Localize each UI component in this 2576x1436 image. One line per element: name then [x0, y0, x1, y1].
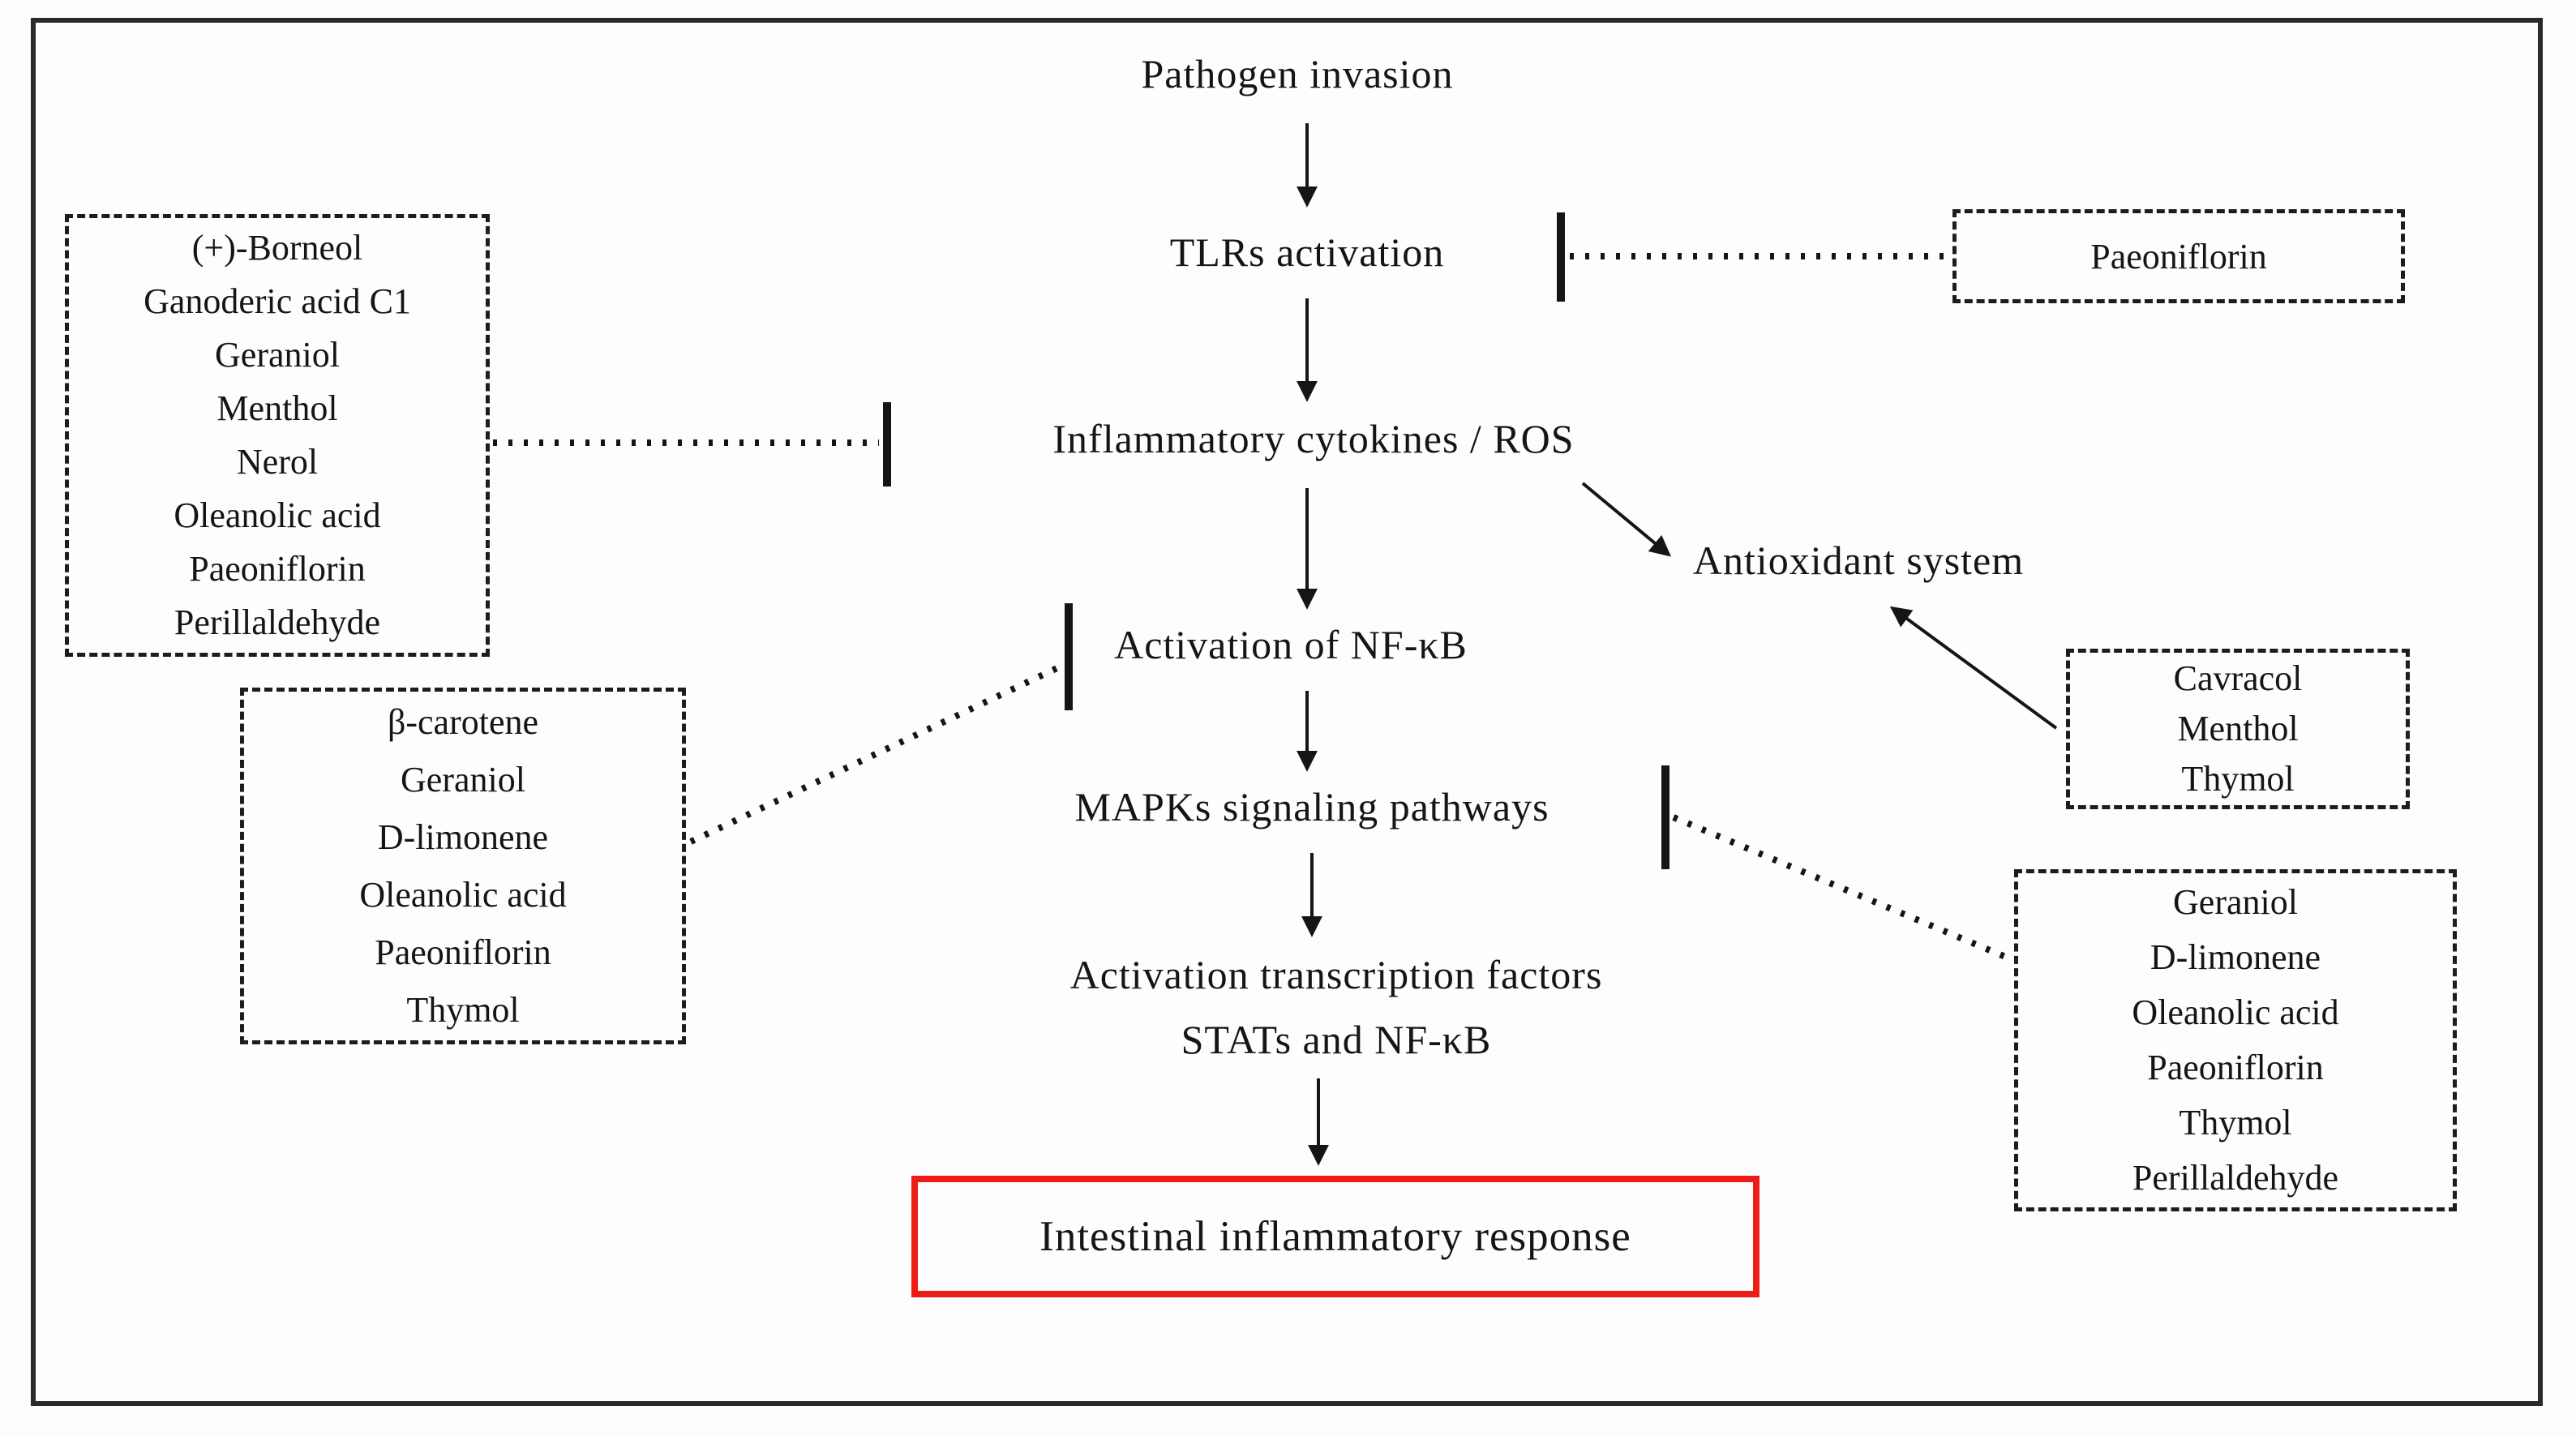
list-item: Oleanolic acid: [2132, 992, 2339, 1032]
list-item: Perillaldehyde: [2132, 1158, 2339, 1198]
list-item: Oleanolic acid: [174, 495, 381, 535]
inhibitor-box-mapks: Geraniol D-limonene Oleanolic acid Paeon…: [2014, 869, 2457, 1211]
node-tlrs-activation: TLRs activation: [1169, 229, 1445, 275]
node-mapks-pathways: MAPKs signaling pathways: [1074, 784, 1549, 829]
list-item: Ganoderic acid C1: [144, 281, 411, 321]
list-item: β-carotene: [387, 702, 539, 742]
list-item: Oleanolic acid: [359, 875, 567, 915]
list-item: Perillaldehyde: [174, 602, 381, 642]
node-pathogen-invasion: Pathogen invasion: [1141, 51, 1454, 96]
list-item: Paeoniflorin: [2090, 236, 2267, 276]
list-item: Thymol: [2179, 1103, 2292, 1142]
list-item: D-limonene: [2150, 937, 2321, 977]
arrow-cavracol-to-antioxidant: [1889, 606, 2058, 730]
arrow-ros-to-antioxidant: [1581, 482, 1672, 557]
inhibitor-box-cytokines: (+)-Borneol Ganoderic acid C1 Geraniol M…: [65, 214, 490, 657]
list-item: Paeoniflorin: [375, 932, 551, 972]
list-item: Menthol: [2177, 709, 2299, 748]
list-item: (+)-Borneol: [191, 228, 363, 268]
transcription-line1: Activation transcription factors: [1069, 952, 1603, 997]
list-item: Nerol: [236, 442, 319, 482]
node-transcription-factors: Activation transcription factors STATs a…: [1070, 942, 1603, 1072]
list-item: Paeoniflorin: [189, 549, 366, 589]
dotted-line-geraniolbox-to-mapks: [1672, 814, 2011, 962]
list-item: Menthol: [216, 388, 338, 428]
list-item: Thymol: [406, 990, 520, 1030]
list-item: D-limonene: [377, 817, 549, 857]
inhibitor-box-paeoniflorin: Paeoniflorin: [1952, 209, 2405, 303]
node-nfkb-activation: Activation of NF-κB: [1114, 622, 1468, 667]
node-antioxidant-system: Antioxidant system: [1692, 538, 2025, 583]
outcome-label: Intestinal inflammatory response: [1039, 1213, 1631, 1260]
figure-border: [31, 18, 2543, 1406]
list-item: Cavracol: [2173, 658, 2303, 698]
outcome-box: Intestinal inflammatory response: [911, 1176, 1759, 1297]
transcription-line2: STATs and NF-κB: [1181, 1017, 1492, 1062]
list-item: Paeoniflorin: [2147, 1048, 2324, 1087]
list-item: Geraniol: [215, 335, 340, 375]
list-item: Thymol: [2181, 759, 2295, 799]
list-item: Geraniol: [401, 760, 525, 799]
node-inflammatory-cytokines-ros: Inflammatory cytokines / ROS: [1052, 416, 1575, 461]
dotted-line-carotenebox-to-nfkb: [689, 663, 1062, 845]
inhibitor-box-nfkb: β-carotene Geraniol D-limonene Oleanolic…: [240, 688, 686, 1044]
enhancer-box-antioxidant: Cavracol Menthol Thymol: [2066, 649, 2410, 809]
list-item: Geraniol: [2173, 882, 2298, 922]
